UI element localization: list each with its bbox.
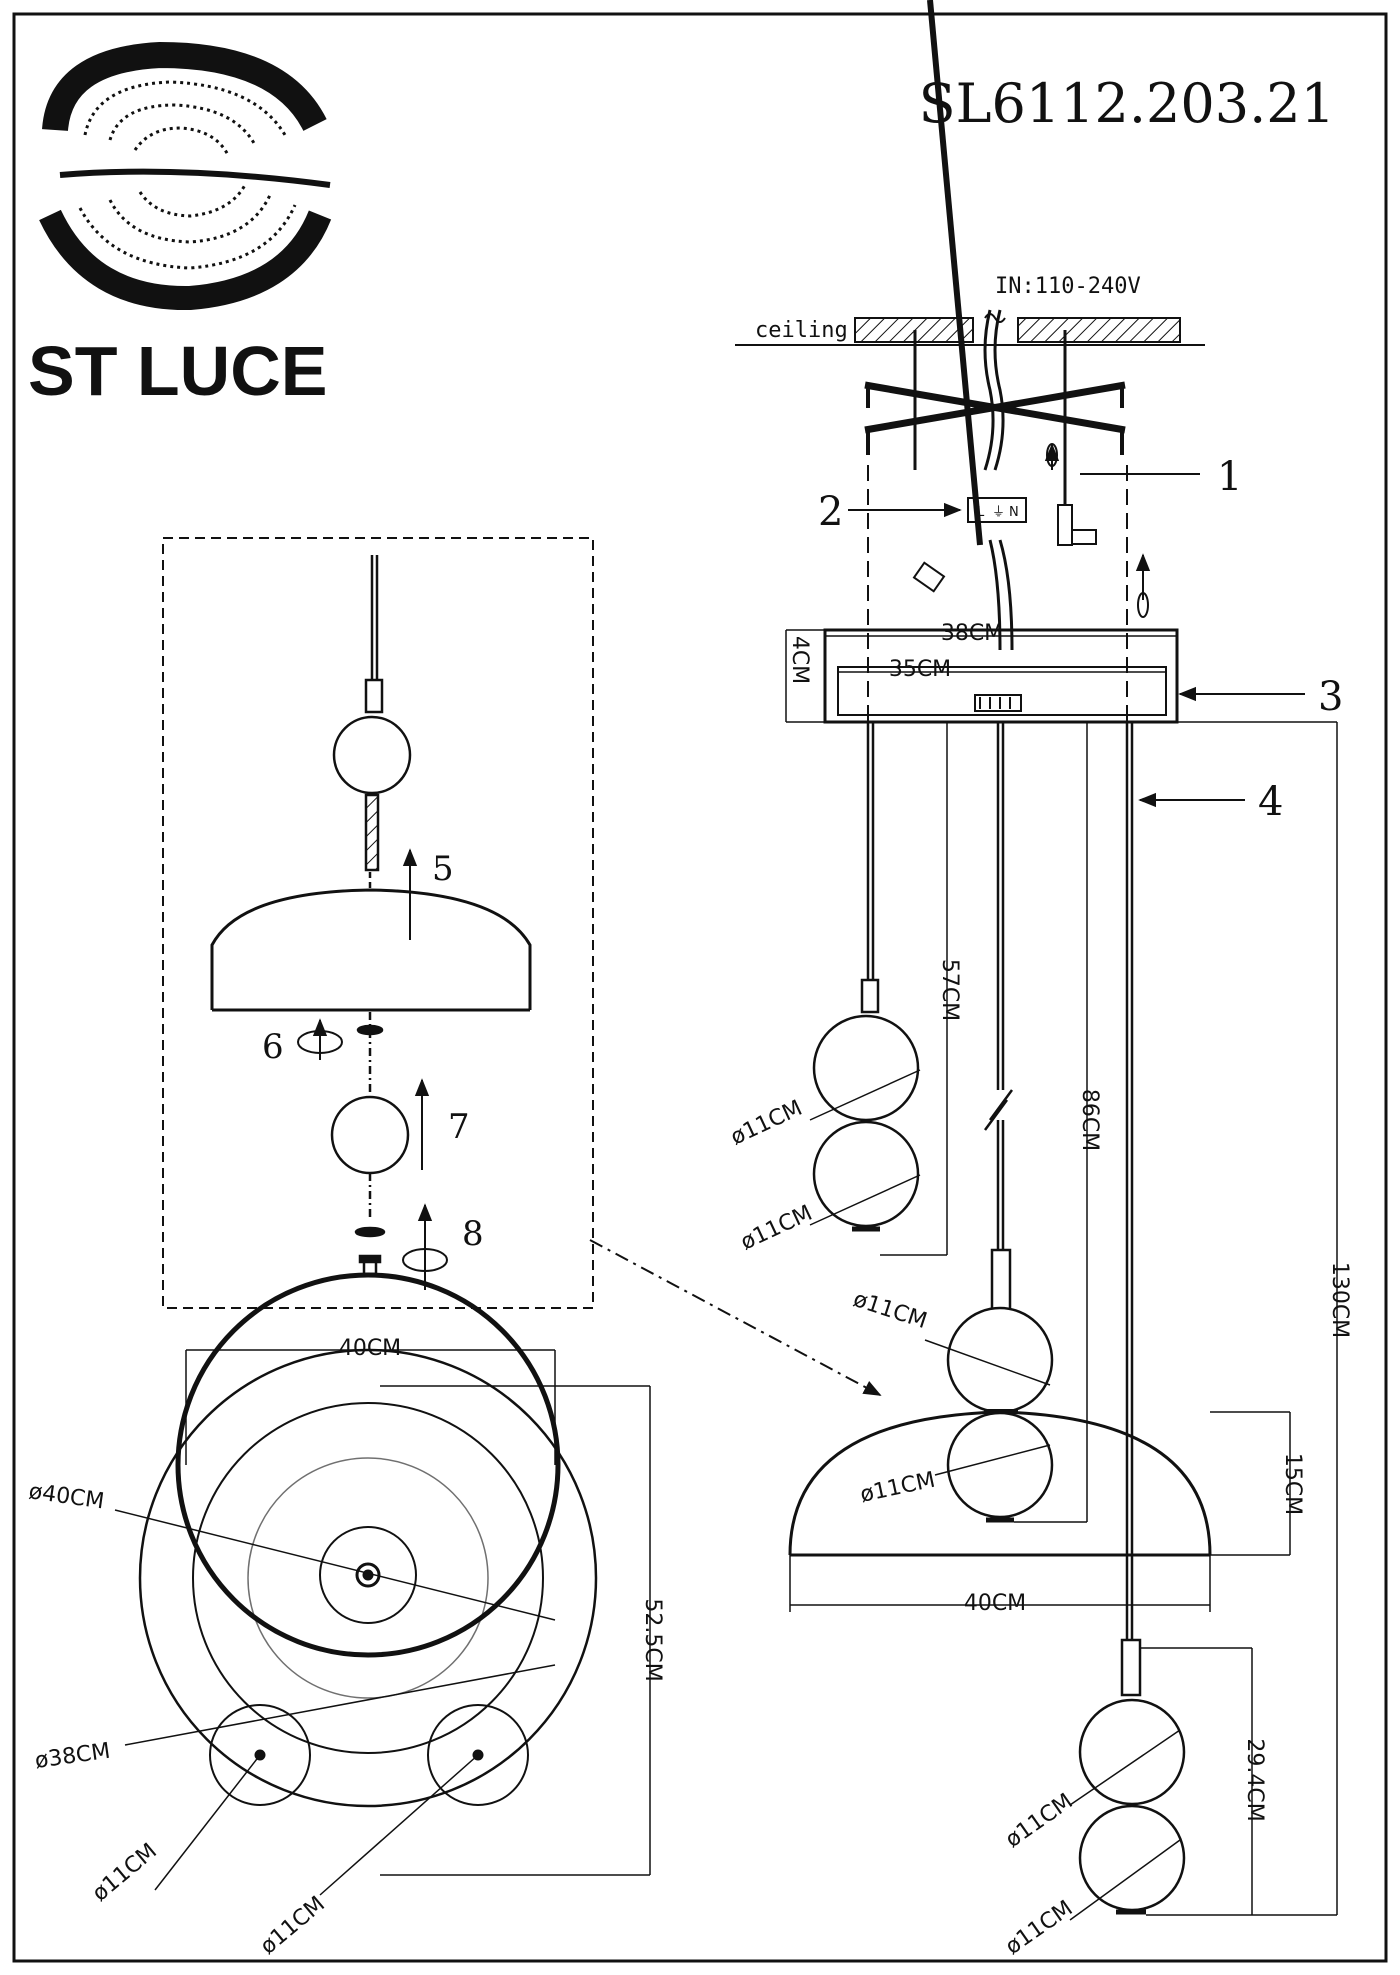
dim-top-depth: 52.5CM [640,1598,665,1681]
dim-sphere-2: ø11CM [737,1201,816,1256]
detail-link-arrow [589,1239,882,1396]
exploded-detail-box: 5 6 7 8 [162,537,594,1309]
dim-drop-short: 57CM [937,959,962,1021]
terminal-label-l: L [977,505,985,520]
dim-canopy-height: 4CM [787,636,812,684]
pendant-assembly [788,722,1212,1915]
dim-canopy-inner: 35CM [889,657,951,682]
callout-4: 4 [1258,779,1283,825]
dim-sphere-6: ø11CM [1001,1896,1077,1960]
screwdriver-icon [912,0,983,593]
dim-drop-mid: 86CM [1077,1089,1102,1151]
callout-3: 3 [1318,674,1343,720]
top-view [114,1272,651,1896]
anchor-screw-icon [1057,470,1097,546]
model-code: SL6112.203.21 [919,72,1335,135]
ceiling-mount: IN:110-240V ceiling L ⏚ N [735,0,1205,651]
dim-top-canopy-diameter: ø38CM [33,1739,112,1774]
brand-name: ST LUCE [28,332,327,410]
dim-top-width: 40CM [339,1336,401,1361]
callout-1: 1 [1217,454,1242,500]
dim-top-shade-diameter: ø40CM [27,1479,106,1514]
logo-swirl-icon [39,41,332,311]
canopy: 38CM 35CM 4CM [785,465,1179,724]
callout-8: 8 [462,1214,484,1254]
dim-sphere-5: ø11CM [1001,1789,1077,1853]
dim-shade-width: 40CM [964,1591,1026,1616]
callout-2: 2 [818,489,843,535]
page-frame [12,12,1388,1963]
terminal-label-ground: ⏚ [992,505,1005,520]
dim-sphere-1: ø11CM [727,1096,806,1151]
dim-top-sphere-1: ø11CM [88,1839,162,1907]
callout-7: 7 [448,1107,470,1147]
drop-dimensions [789,721,1338,1916]
callout-6: 6 [262,1027,284,1067]
dim-canopy-outer: 38CM [941,621,1003,646]
callout-5: 5 [432,849,454,889]
dim-sphere-3: ø11CM [850,1287,930,1334]
sphere-diameter-leaders [809,1069,1181,1921]
dim-shade-height: 15CM [1280,1453,1305,1515]
brand-logo: ST LUCE [28,41,332,410]
dim-pair-height: 29.4CM [1242,1738,1267,1821]
dim-drop-long: 130CM [1327,1262,1352,1338]
power-input-label: IN:110-240V [995,274,1141,299]
callouts-right: 1 2 3 4 [818,454,1343,825]
dim-top-sphere-2: ø11CM [256,1892,330,1960]
ceiling-label: ceiling [755,318,848,343]
terminal-label-n: N [1009,505,1019,520]
